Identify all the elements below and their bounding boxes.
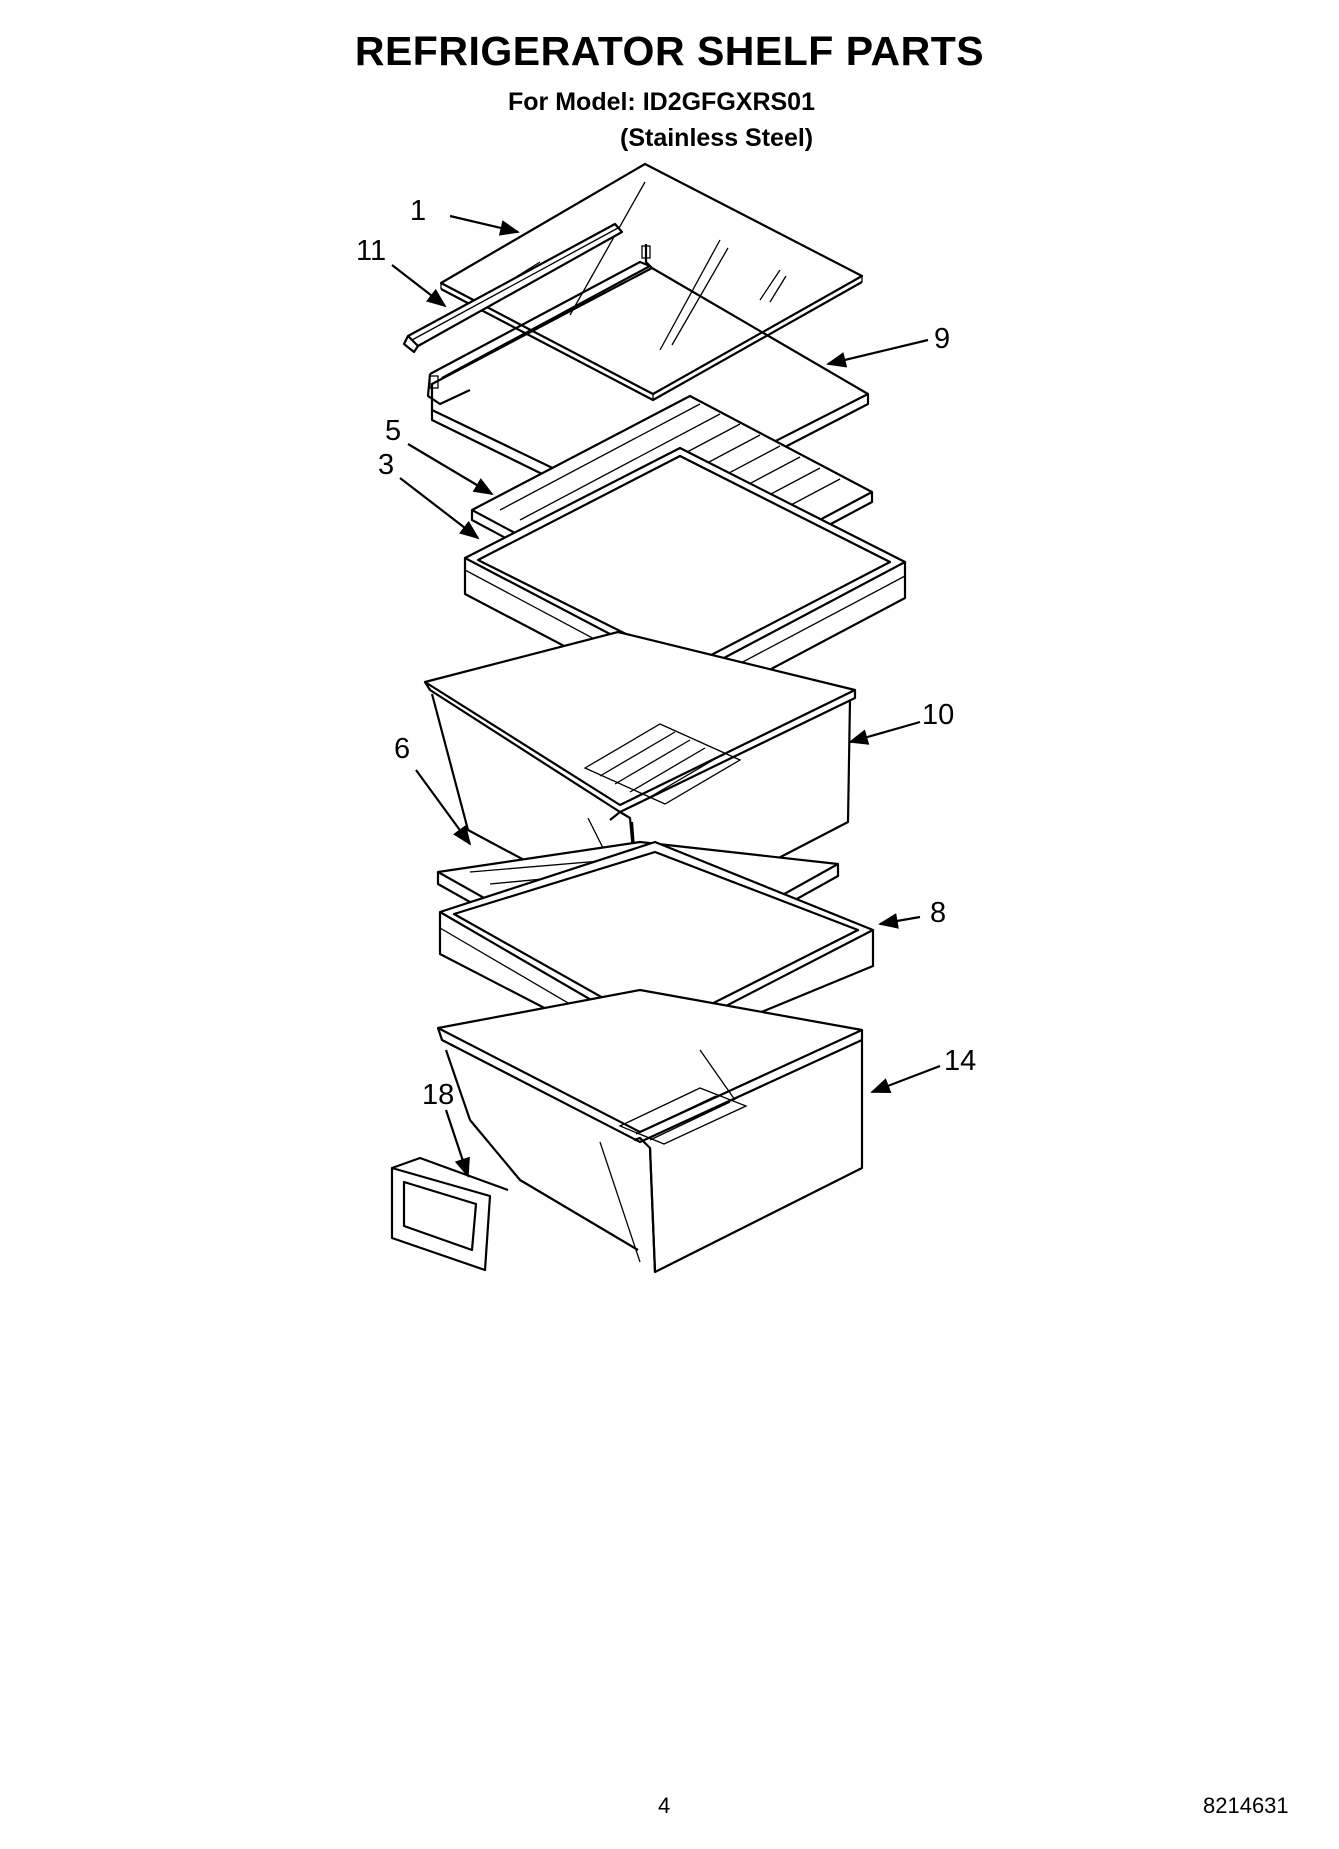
callout-8: 8 [930,897,946,929]
shelf-frame-part-9 [426,244,870,524]
callout-14: 14 [944,1045,976,1077]
finish-line: (Stainless Steel) [620,124,814,152]
glass-shelf-part-1 [439,162,864,402]
label-part-18 [390,1156,509,1272]
crisper-drawer-part-14 [436,988,864,1274]
callout-3: 3 [378,449,394,481]
callout-6: 6 [394,733,410,765]
page-title: REFRIGERATOR SHELF PARTS [354,28,985,74]
model-line: For Model: ID2GFGXRS01 [508,88,815,116]
callout-5: 5 [385,415,401,447]
page-number: 4 [658,1793,671,1818]
shelf-trim-part-11 [402,222,624,354]
callout-10: 10 [922,699,954,731]
callout-18: 18 [422,1079,454,1111]
callout-arrows [391,214,941,1178]
callout-9: 9 [934,323,950,355]
callout-11: 11 [356,235,386,267]
document-number: 8214631 [1203,1793,1289,1818]
callout-1: 1 [410,195,426,227]
